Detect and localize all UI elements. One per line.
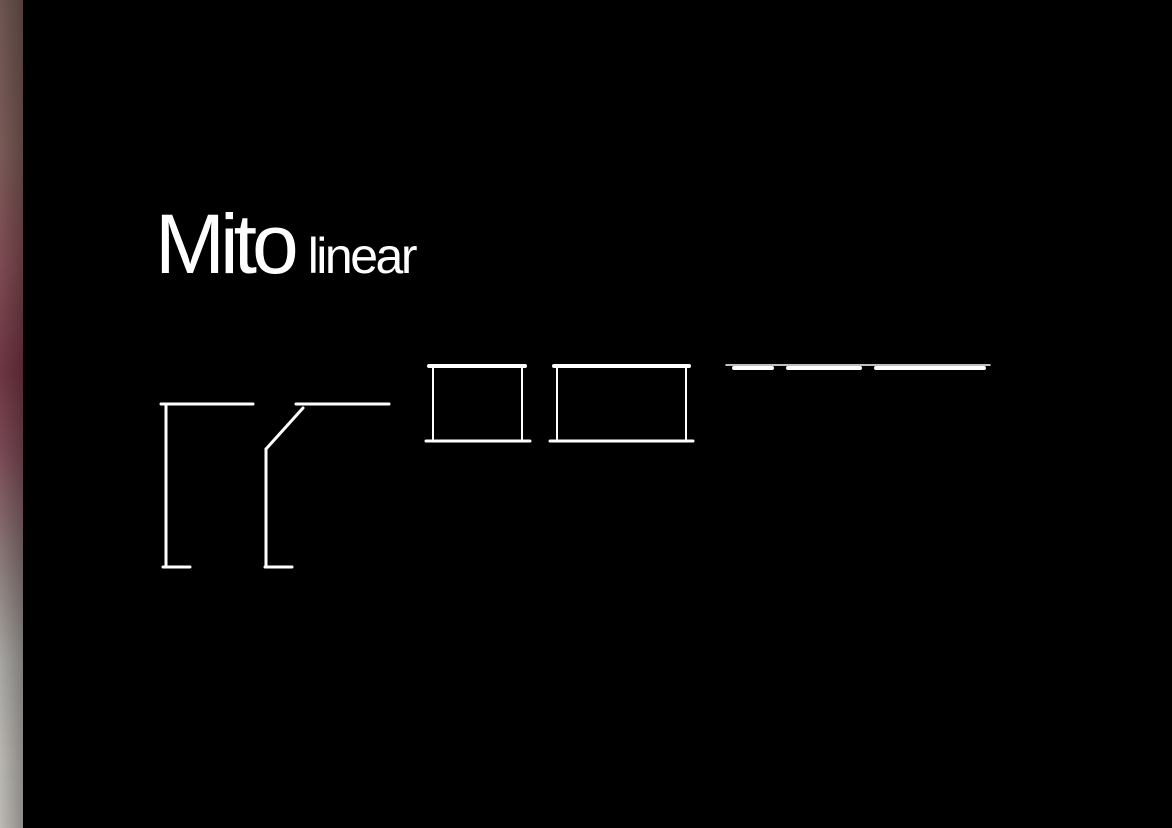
product-name: Mito	[155, 197, 299, 291]
table-lamp-short-icon	[424, 364, 532, 443]
floor-lamp-angled-icon	[263, 402, 391, 569]
table-lamp-wide-icon	[548, 364, 695, 443]
ceiling-linear-icon	[725, 364, 991, 370]
floor-lamp-straight-icon	[159, 402, 255, 569]
product-variant: linear	[307, 228, 418, 284]
side-photo-strip	[0, 0, 23, 828]
